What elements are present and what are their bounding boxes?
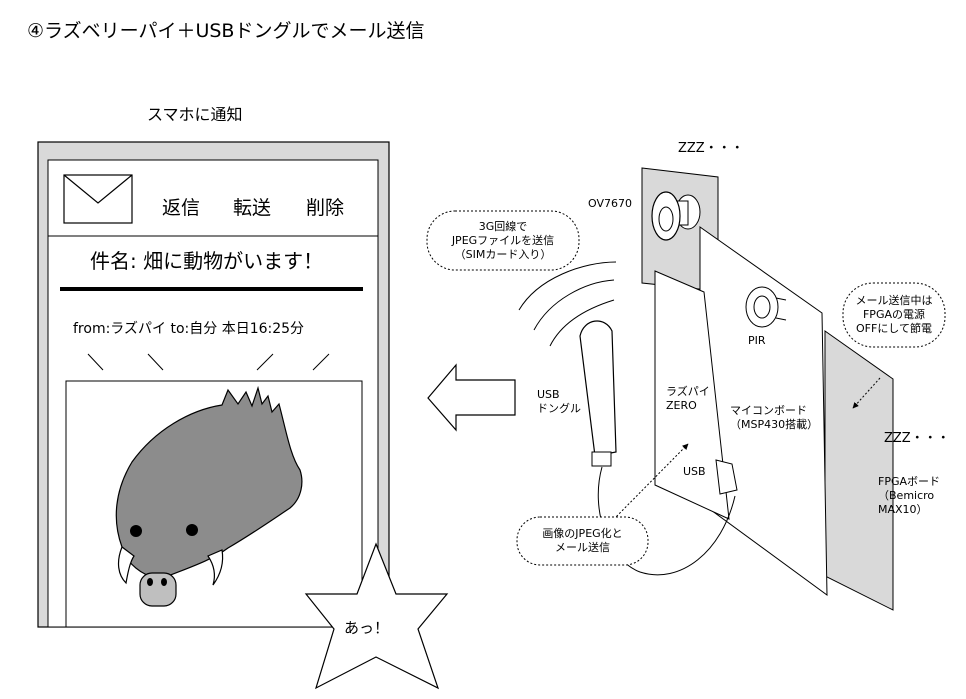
device-assembly <box>518 167 894 611</box>
exclaim-starburst <box>304 542 449 690</box>
mail-subject: 件名: 畑に動物がいます！ <box>90 249 324 273</box>
phone-caption: スマホに通知 <box>147 105 243 124</box>
forward-button[interactable]: 転送 <box>233 197 272 219</box>
delete-button[interactable]: 削除 <box>306 197 345 219</box>
bubble-fpga-shape <box>842 282 946 348</box>
fpga-arrow <box>852 377 881 409</box>
camera-label: OV7670 <box>588 197 632 210</box>
direction-arrow <box>427 363 516 432</box>
mail-icon <box>63 174 133 224</box>
usb-cable <box>597 466 736 576</box>
pir-label: PIR <box>748 334 766 347</box>
fpga-board-shape <box>824 330 894 611</box>
zzz-right: ZZZ・・・ <box>884 431 950 446</box>
bubble-jpeg-shape <box>516 516 649 566</box>
raspi-board-shape <box>654 270 730 520</box>
usb-dongle-icon <box>579 320 617 467</box>
boar-illustration <box>115 385 303 607</box>
tick-marks <box>87 353 330 371</box>
bubble-3g-shape <box>426 210 580 271</box>
mail-from-line: from:ラズパイ to:自分 本日16:25分 <box>73 321 305 337</box>
raspi-usb-port <box>715 459 738 495</box>
page-title: ④ラズベリーパイ＋USBドングルでメール送信 <box>27 20 425 42</box>
pir-sensor-icon <box>745 286 787 328</box>
jpeg-arrow <box>607 443 689 526</box>
camera-lens-icon <box>651 191 701 241</box>
mcu-board-label: マイコンボード（MSP430搭載） <box>730 404 819 431</box>
subject-underline <box>60 287 363 291</box>
bubble-jpeg-text: 画像のJPEG化とメール送信 <box>542 527 623 554</box>
radio-waves-icon <box>518 261 617 347</box>
exclaim-text: あっ！ <box>344 619 390 637</box>
reply-button[interactable]: 返信 <box>162 197 201 219</box>
usb-port-label: USB <box>683 465 706 478</box>
zzz-top: ZZZ・・・ <box>678 141 744 156</box>
boar-snout <box>139 572 177 607</box>
phone <box>37 141 449 690</box>
